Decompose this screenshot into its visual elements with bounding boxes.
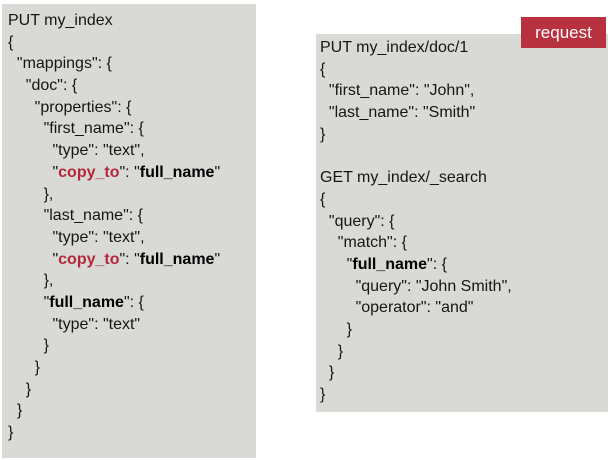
request-badge: request [521, 17, 606, 48]
right-code-line: } [320, 342, 344, 360]
right-code-line: "match": { [337, 234, 407, 252]
left-code-line: }, [8, 272, 54, 290]
right-code-line: "query": "John Smith", [355, 277, 512, 295]
right-code-line: GET my_index/_search [320, 169, 487, 187]
right-code-line [320, 145, 512, 167]
left-code-line: } [8, 380, 32, 398]
mapping-code-block: PUT my_index { "mappings": { "doc": { "pr… [8, 10, 220, 444]
left-code-line: "full_name": { [43, 293, 144, 311]
right-code-line: } [320, 364, 335, 382]
right-code-line: { [320, 60, 326, 78]
left-code-line: "copy_to": "full_name" [52, 250, 221, 268]
left-code-line: "type": "text", [52, 228, 145, 246]
right-code-line: } [320, 125, 326, 143]
left-code-line: "doc": { [25, 77, 78, 95]
left-code-line: }, [8, 185, 54, 203]
right-code-line: "full_name": { [346, 255, 447, 273]
mapping-request-panel: PUT my_index { "mappings": { "doc": { "pr… [2, 4, 256, 458]
left-code-line: "type": "text" [52, 315, 141, 333]
left-code-line: } [8, 337, 49, 355]
right-code-line: "operator": "and" [355, 299, 474, 317]
left-code-line: { [8, 33, 14, 51]
left-code-line: "first_name": { [43, 120, 144, 138]
left-code-line: } [8, 359, 41, 376]
right-code-line: PUT my_index/doc/1 [320, 39, 469, 56]
right-code-line: { [320, 190, 326, 208]
left-code-line: } [8, 402, 23, 420]
left-code-line: "properties": { [34, 98, 132, 116]
right-code-line: "last_name": "Smith" [328, 104, 476, 122]
left-code-line: "copy_to": "full_name" [52, 163, 221, 181]
search-code-block: PUT my_index/doc/1 { "first_name": "John"… [320, 37, 512, 406]
left-code-line: "type": "text", [52, 142, 145, 160]
right-code-line: "first_name": "John", [328, 82, 475, 100]
right-code-line: } [320, 320, 353, 338]
left-code-line: "last_name": { [43, 207, 143, 225]
index-search-request-panel: PUT my_index/doc/1 { "first_name": "John"… [316, 34, 608, 412]
left-code-line: "mappings": { [16, 55, 112, 73]
right-code-line: "query": { [328, 212, 395, 230]
right-code-line: } [320, 386, 326, 403]
left-code-line: PUT my_index [8, 12, 113, 29]
left-code-line: } [8, 424, 14, 442]
